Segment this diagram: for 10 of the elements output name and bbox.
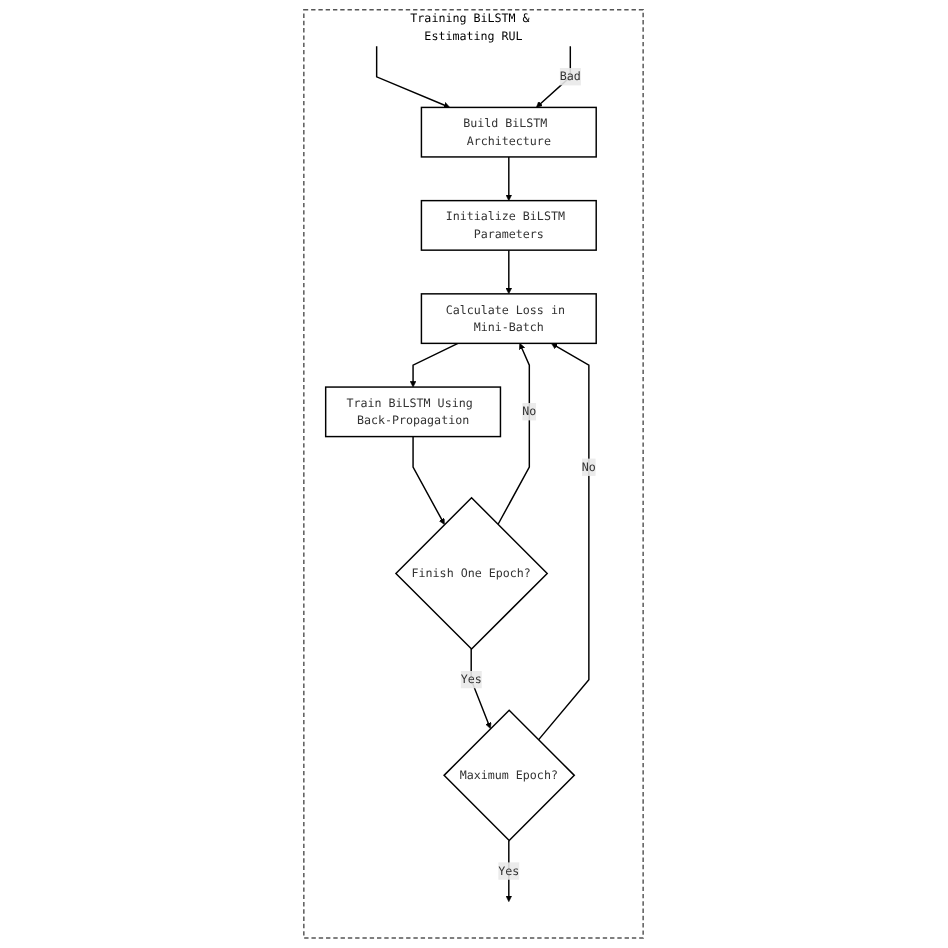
arrow <box>376 45 451 109</box>
arrow <box>538 343 591 741</box>
arrow <box>536 45 572 108</box>
arrow <box>506 249 513 295</box>
arrow <box>497 343 531 526</box>
arrow <box>410 342 460 388</box>
arrow <box>470 648 492 729</box>
arrow <box>412 435 446 525</box>
arrow <box>506 156 513 201</box>
arrow <box>506 839 513 902</box>
